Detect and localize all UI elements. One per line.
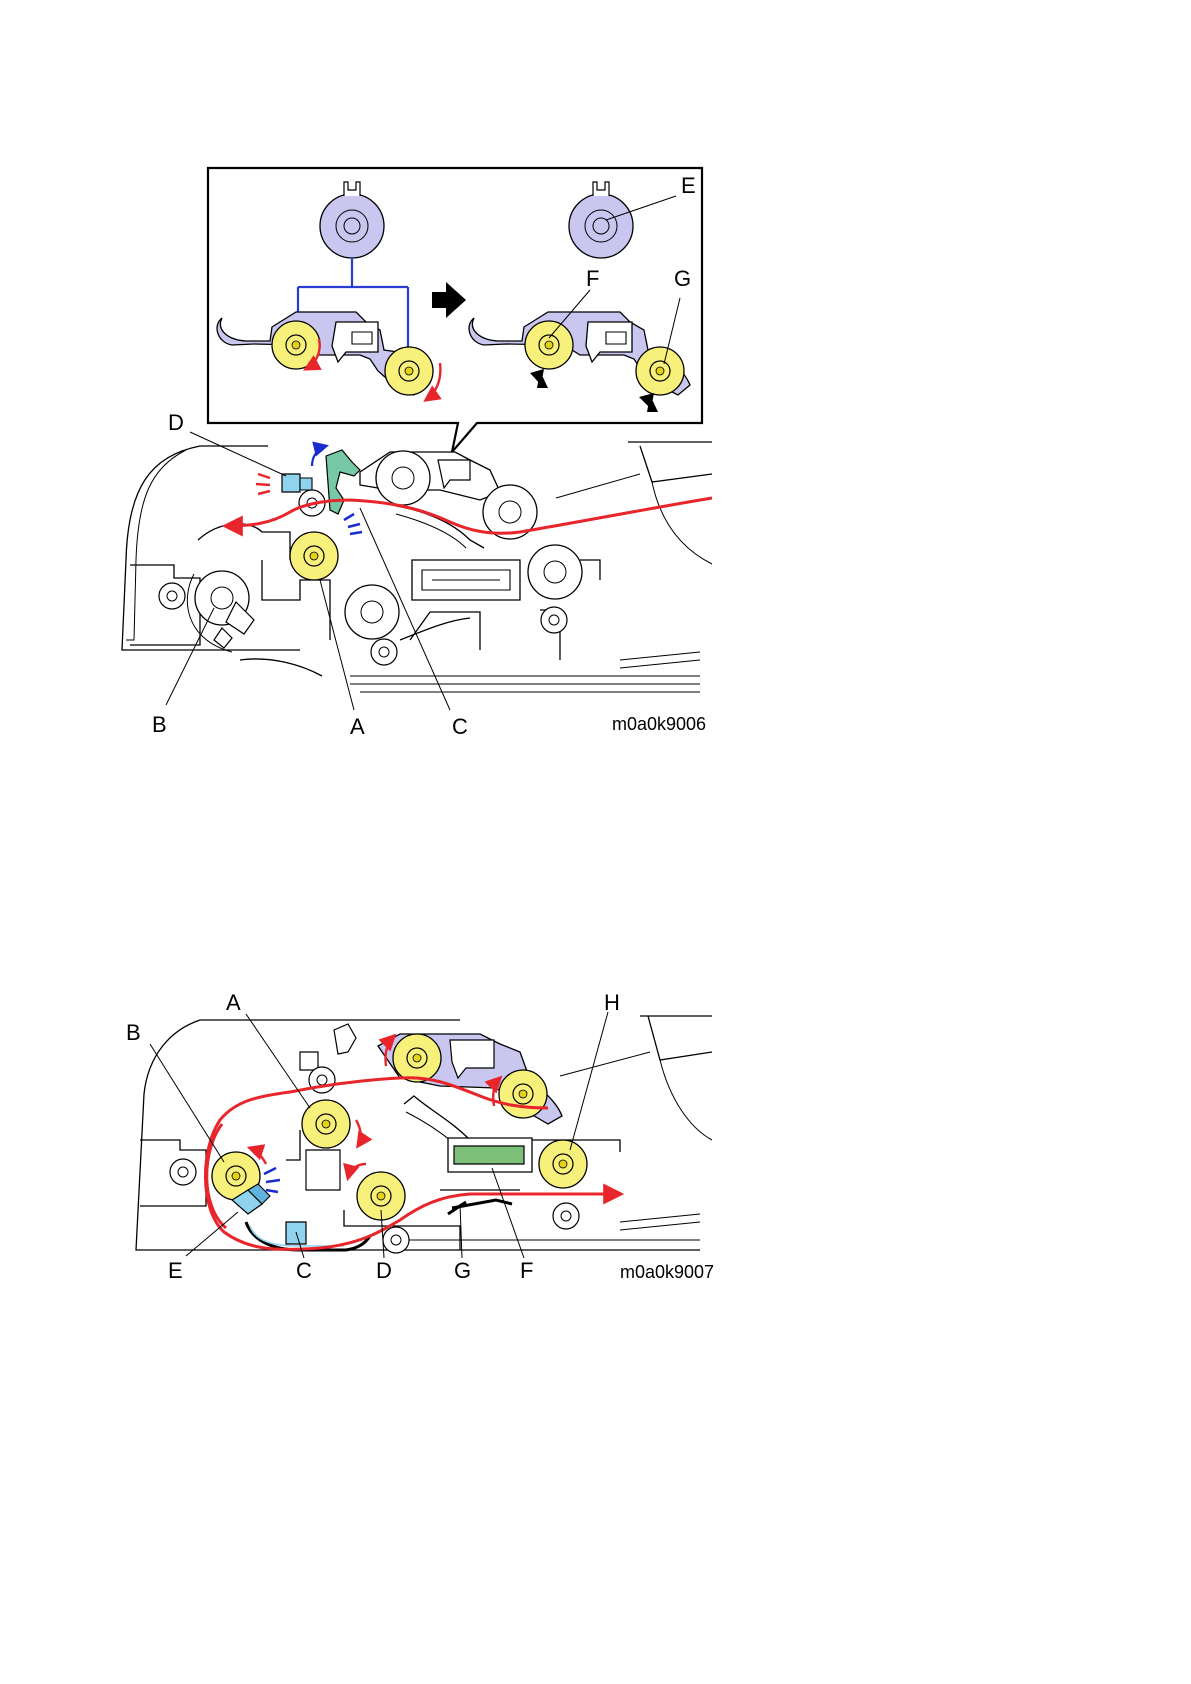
idler-roller xyxy=(371,639,397,665)
pickup-roller xyxy=(393,1034,441,1082)
feed-roller-A xyxy=(290,532,338,580)
inset-detail: E F G xyxy=(208,168,702,452)
label-F: F xyxy=(586,266,599,291)
label-G: G xyxy=(674,266,691,291)
label-C: C xyxy=(452,714,468,739)
pickup-roller-G xyxy=(636,347,684,395)
figure-1: E F G xyxy=(122,168,712,739)
exit-roller xyxy=(528,545,582,599)
idler-roller xyxy=(541,607,567,633)
label-A: A xyxy=(226,990,241,1015)
label-D: D xyxy=(168,410,184,435)
label-H: H xyxy=(604,990,620,1015)
figure-2: A B H E C D G F m0a0k9007 xyxy=(126,990,714,1283)
label-C: C xyxy=(296,1258,312,1283)
transport-roller xyxy=(345,585,399,639)
label-A: A xyxy=(350,714,365,739)
pickup-roller-upper xyxy=(376,451,430,505)
sensor-D xyxy=(282,474,300,492)
figure-code: m0a0k9006 xyxy=(612,714,706,734)
idler-roller xyxy=(383,1227,409,1253)
label-B: B xyxy=(152,712,167,737)
label-E: E xyxy=(681,173,696,198)
roller-H xyxy=(539,1140,587,1188)
label-F: F xyxy=(520,1258,533,1283)
scan-plate-F xyxy=(454,1146,524,1164)
feeler-C xyxy=(326,450,360,514)
guide-G xyxy=(448,1200,512,1214)
pickup-roller-F xyxy=(525,321,573,369)
label-E: E xyxy=(168,1258,183,1283)
adf-mechanism-1: D B A C m0a0k9006 xyxy=(122,410,712,739)
pickup-roller-left-2 xyxy=(385,347,433,395)
figure-code: m0a0k9007 xyxy=(620,1262,714,1282)
label-B: B xyxy=(126,1020,141,1045)
idler-roller xyxy=(159,583,185,609)
label-D: D xyxy=(376,1258,392,1283)
idler-roller xyxy=(553,1203,579,1229)
separation-roller xyxy=(499,1070,547,1118)
label-G: G xyxy=(454,1258,471,1283)
idler-roller xyxy=(170,1159,196,1185)
